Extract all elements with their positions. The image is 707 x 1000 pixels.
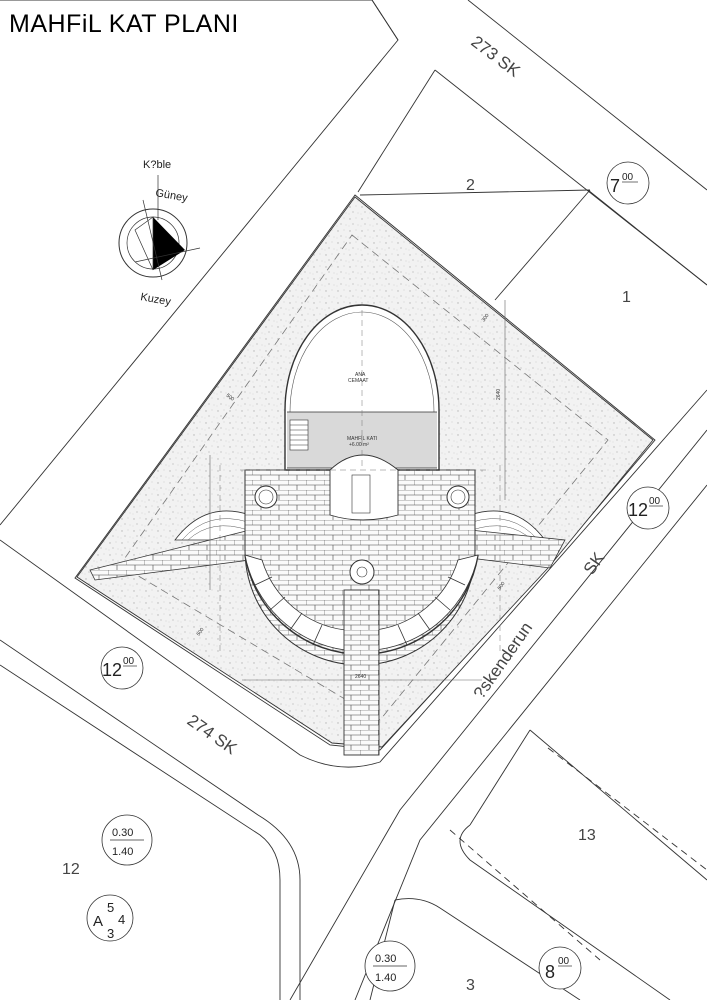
svg-text:12: 12 xyxy=(628,500,648,520)
elevation-marker-7: 7 00 xyxy=(606,161,650,205)
svg-text:4: 4 xyxy=(118,912,125,927)
dimension-300: 300 xyxy=(481,313,491,323)
svg-text:A: A xyxy=(93,913,103,930)
elevation-marker-12-west: 12 00 xyxy=(100,646,144,690)
dimension-2640-b: 2640 xyxy=(355,674,366,680)
lot-12-label: 12 xyxy=(62,861,80,878)
svg-text:1.40: 1.40 xyxy=(112,846,133,858)
page-title: MAHFiL KAT PLANI xyxy=(9,10,239,38)
compass-qibla-label: K?ble xyxy=(143,159,171,171)
svg-text:3: 3 xyxy=(107,926,114,941)
dimension-500-sw: 500 xyxy=(196,627,206,637)
street-iskenderun-suffix: SK xyxy=(580,548,609,578)
north-arrow-compass xyxy=(118,175,201,281)
street-274-label: 274 SK xyxy=(184,711,241,759)
svg-text:8: 8 xyxy=(545,962,555,982)
lot-1-label: 1 xyxy=(622,289,631,306)
svg-text:00: 00 xyxy=(649,496,661,507)
svg-text:5: 5 xyxy=(107,900,114,915)
room-label-gallery-level: +6.00 m² xyxy=(349,442,369,448)
svg-text:7: 7 xyxy=(610,176,620,196)
street-273-label: 273 SK xyxy=(468,32,524,81)
dimension-500-nw: 500 xyxy=(225,393,235,403)
svg-text:12: 12 xyxy=(102,660,122,680)
room-label-gallery: MAHFİL KATI xyxy=(347,435,377,442)
svg-text:00: 00 xyxy=(558,956,570,967)
ratio-marker-west: 0.30 1.40 xyxy=(101,814,153,866)
dimension-500-se: 500 xyxy=(497,581,507,591)
svg-text:1.40: 1.40 xyxy=(375,972,396,984)
svg-text:00: 00 xyxy=(622,172,634,183)
ratio-marker-south: 0.30 1.40 xyxy=(364,940,416,992)
lot-3-label: 3 xyxy=(466,977,475,994)
elevation-marker-8: 8 00 xyxy=(538,946,582,990)
block-marker: A 5 4 3 xyxy=(86,894,134,942)
svg-text:0.30: 0.30 xyxy=(375,953,396,965)
lot-13-label: 13 xyxy=(578,827,596,844)
elevation-marker-12-east: 12 00 xyxy=(626,486,670,530)
dimension-2640-a: 2640 xyxy=(496,389,502,400)
setback-line xyxy=(119,234,609,721)
room-label-main-2: CEMAAT xyxy=(348,378,368,384)
svg-text:00: 00 xyxy=(123,656,135,667)
compass-north-label: Kuzey xyxy=(139,291,172,308)
compass-south-label: Güney xyxy=(154,187,188,205)
svg-text:0.30: 0.30 xyxy=(112,827,133,839)
room-label-main: ANA xyxy=(355,372,366,378)
lot-2-label: 2 xyxy=(466,177,475,194)
mosque-building xyxy=(89,300,566,756)
